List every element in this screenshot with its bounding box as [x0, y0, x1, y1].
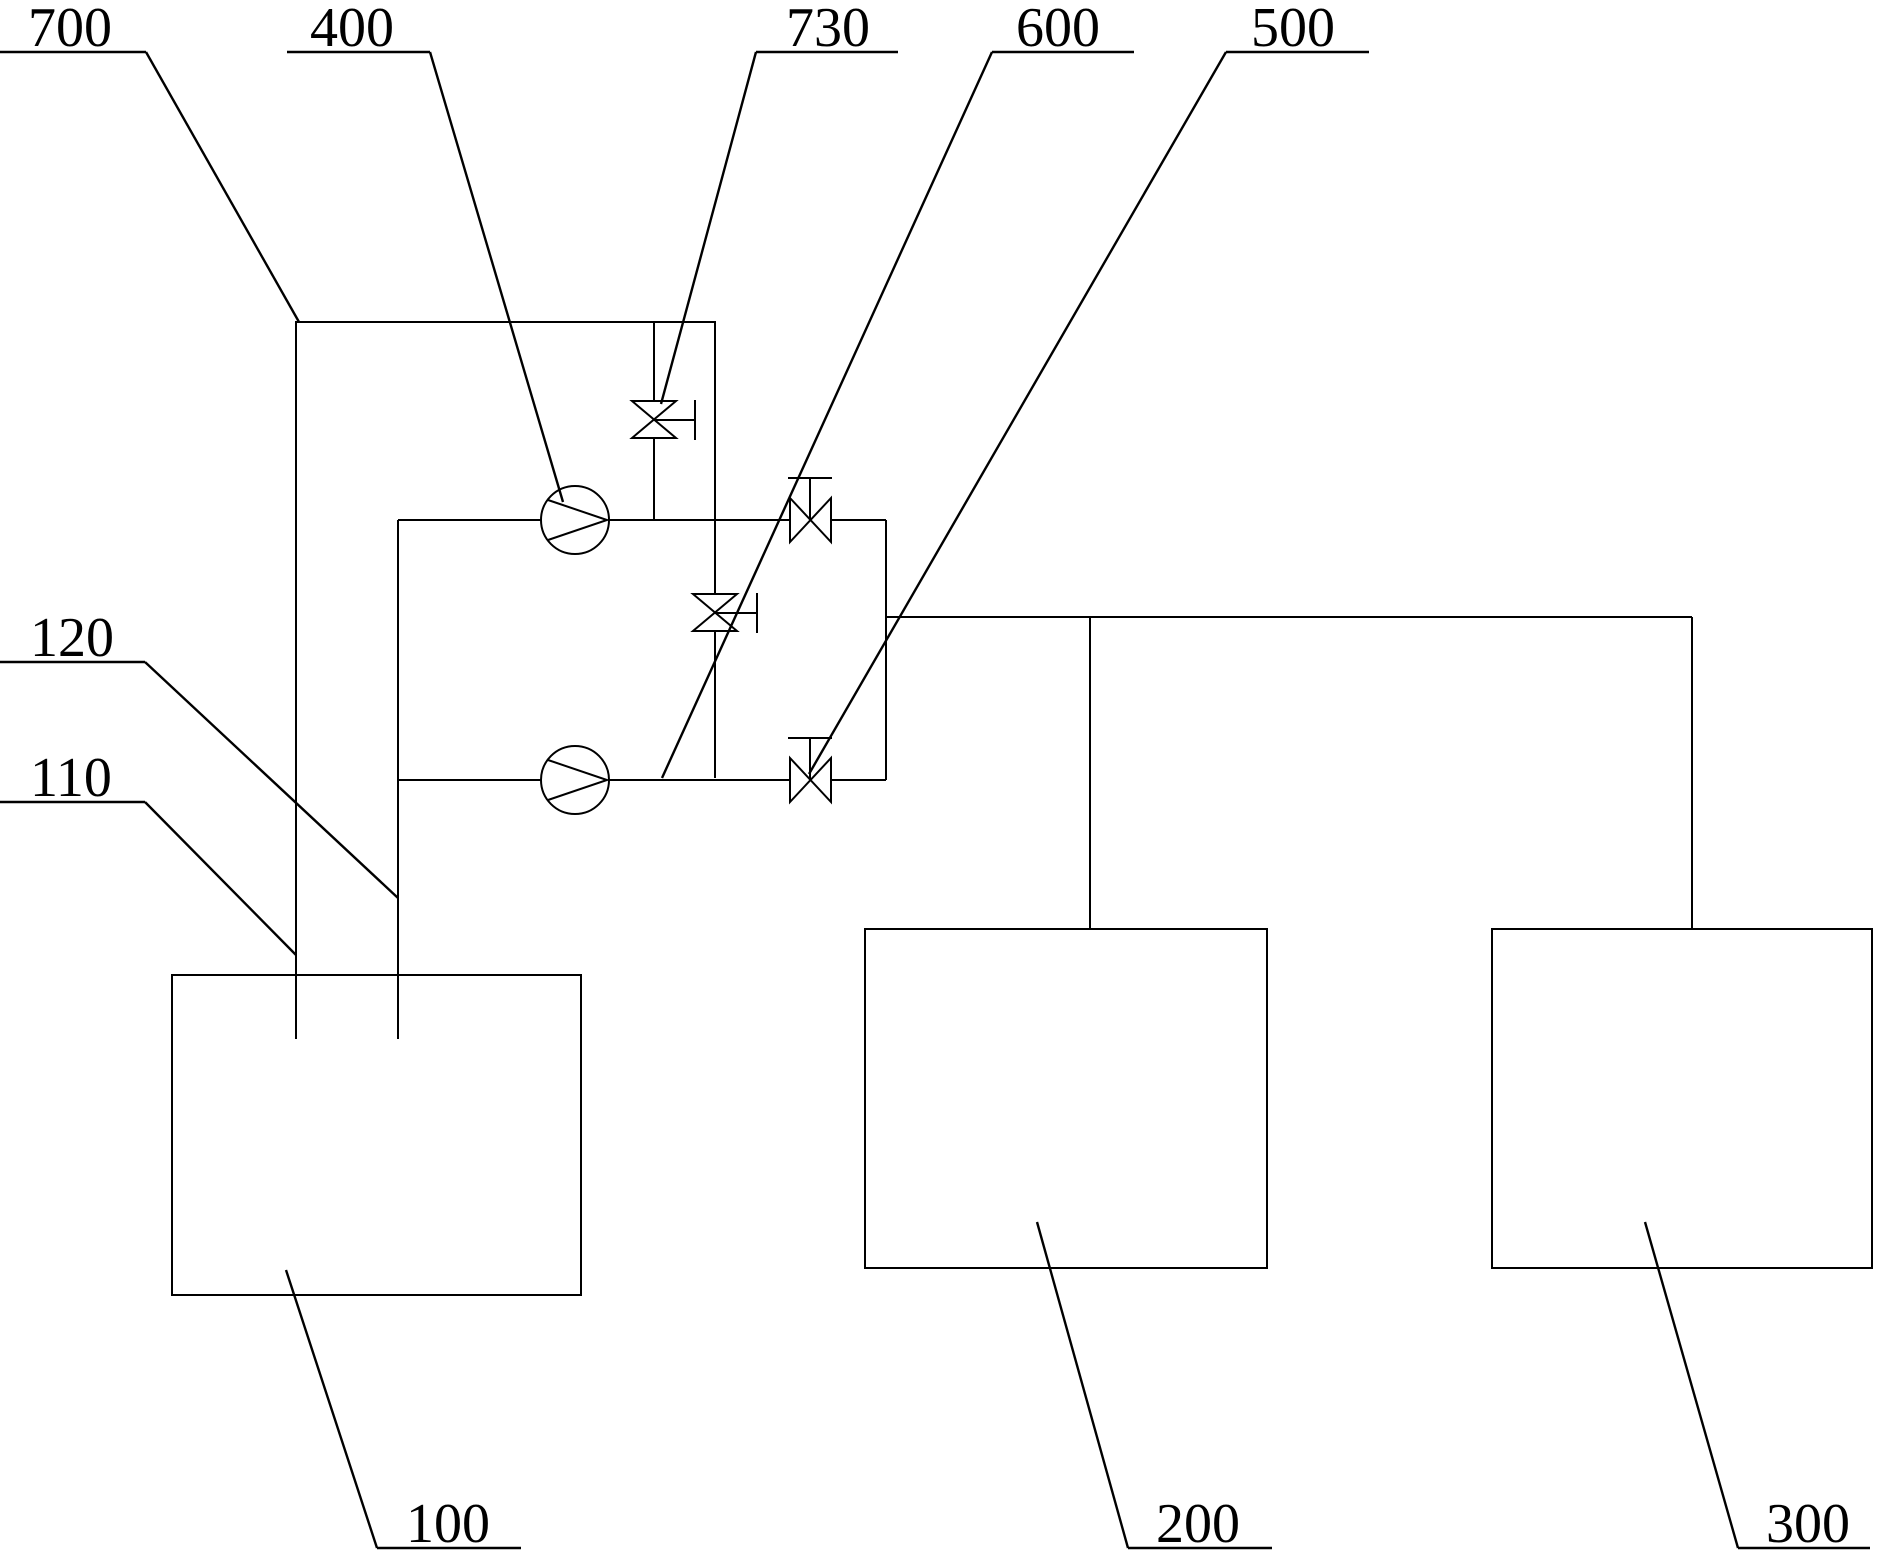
label-400: 400 [310, 0, 394, 59]
label-600: 600 [1016, 0, 1100, 59]
pump-600 [540, 745, 611, 815]
leader-200 [1035, 1221, 1130, 1549]
unit-300 [1491, 928, 1873, 1269]
label-700: 700 [28, 0, 112, 59]
label-100: 100 [406, 1493, 490, 1555]
leader-400 [428, 51, 565, 503]
valve-top [788, 477, 832, 545]
pipe-110 [295, 321, 716, 1039]
leader-100 [284, 1269, 379, 1549]
tank-100 [171, 974, 582, 1296]
leader-600 [660, 51, 994, 779]
label-500: 500 [1251, 0, 1335, 59]
valve-730 [629, 400, 696, 440]
leader-300 [1643, 1221, 1740, 1549]
valve-500 [788, 737, 832, 805]
label-200: 200 [1156, 1493, 1240, 1555]
label-730: 730 [786, 0, 870, 59]
unit-200 [864, 928, 1268, 1269]
leader-110 [144, 801, 297, 956]
leader-730 [659, 51, 758, 405]
label-300: 300 [1766, 1493, 1850, 1555]
label-120: 120 [30, 607, 114, 669]
leader-120 [144, 661, 399, 899]
leader-700 [144, 51, 301, 323]
pump-400 [540, 485, 611, 555]
leader-500 [807, 51, 1228, 775]
label-110: 110 [30, 747, 112, 809]
cross-valve [690, 593, 758, 633]
